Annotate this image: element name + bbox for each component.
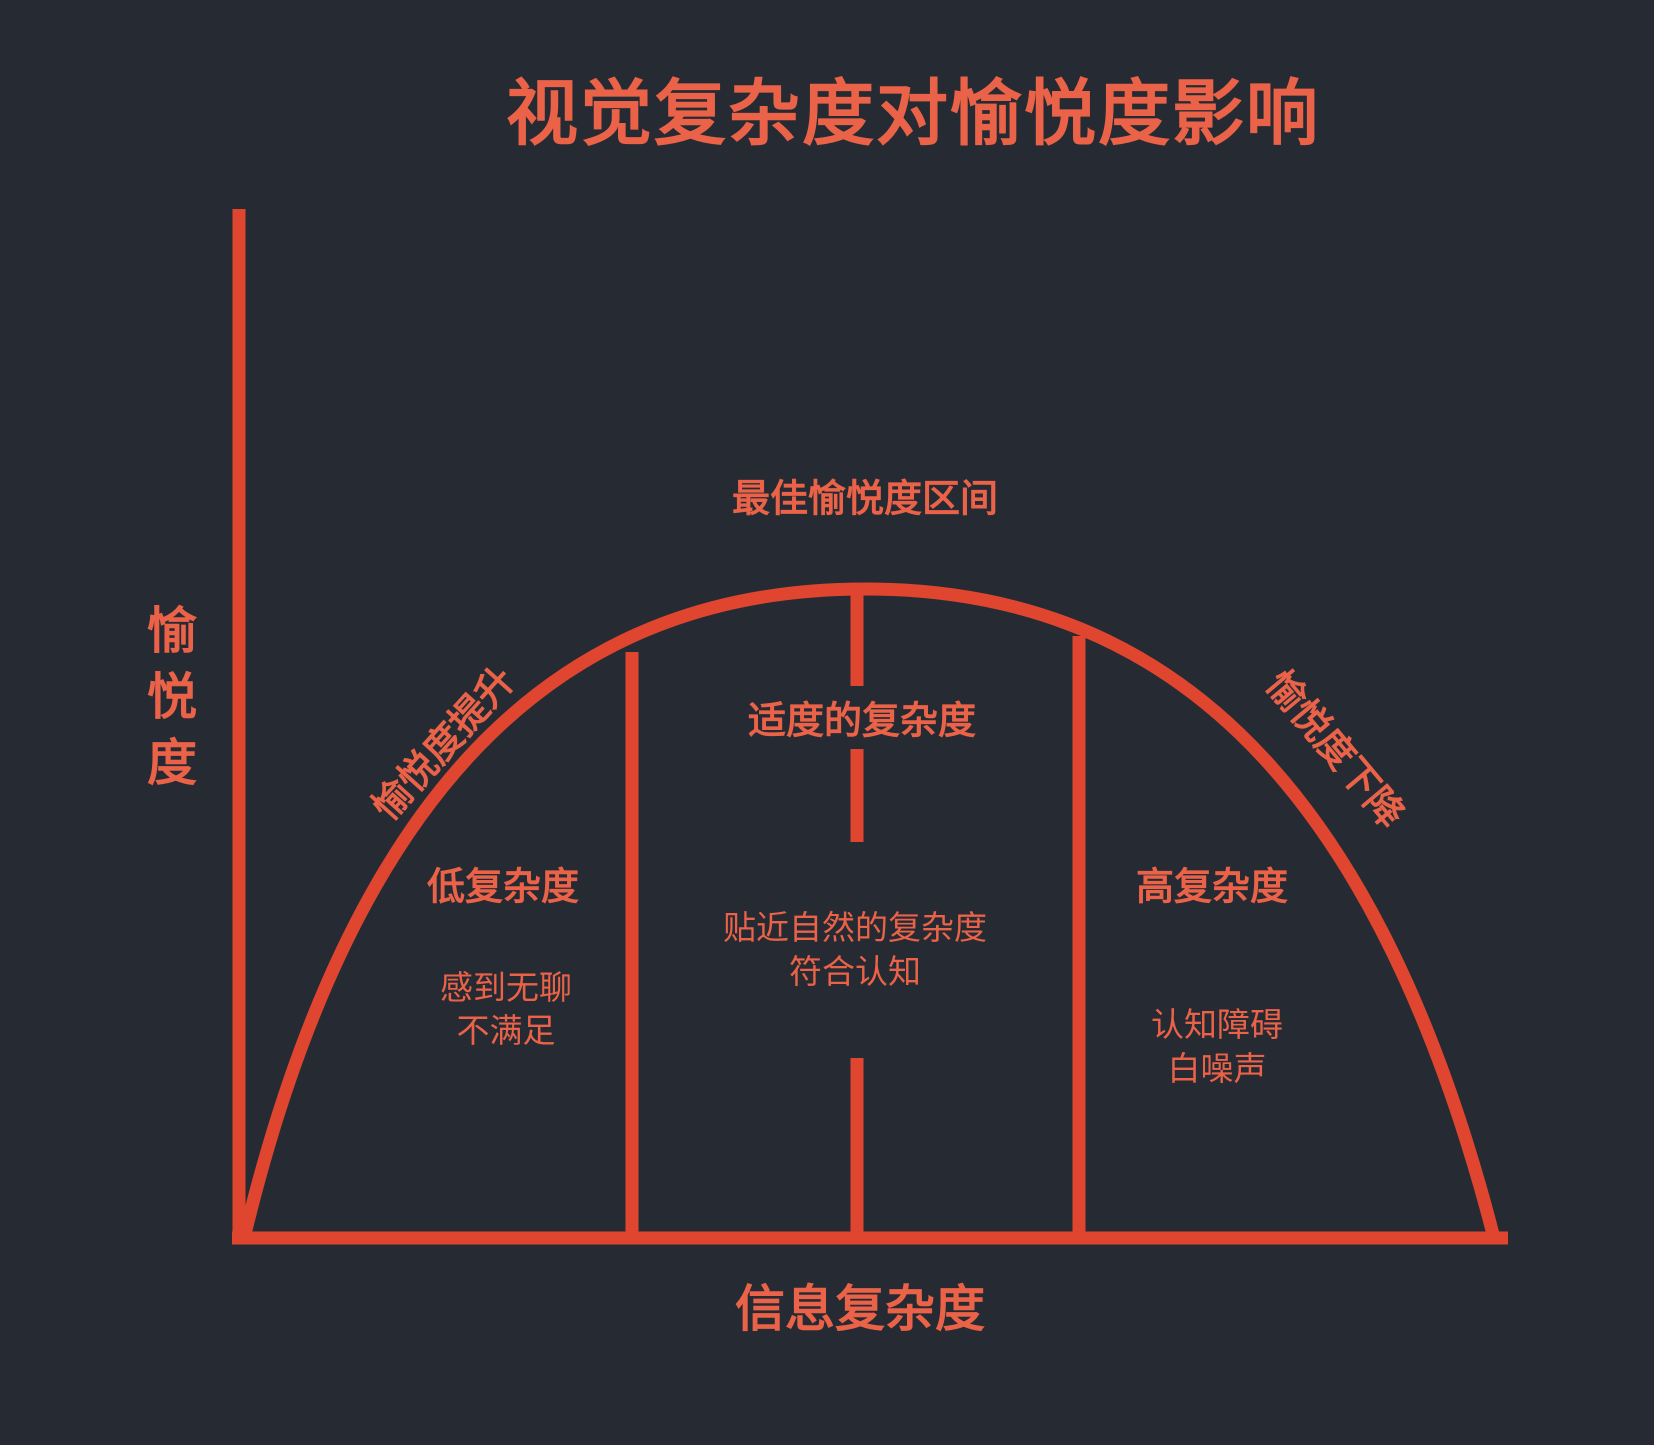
low-zone-line2: 不满足 [456, 1011, 556, 1050]
low-zone-heading: 低复杂度 [426, 864, 580, 909]
peak-label: 最佳愉悦度区间 [731, 476, 999, 521]
high-zone-line1: 认知障碍 [1151, 1005, 1283, 1044]
high-zone-line2: 白噪声 [1167, 1049, 1267, 1088]
y-axis-label: 愉悦度 [147, 602, 197, 792]
mid-zone-heading: 适度的复杂度 [747, 698, 977, 743]
high-zone-heading: 高复杂度 [1135, 864, 1289, 909]
pleasure-curve [238, 582, 1500, 1236]
low-zone-line1: 感到无聊 [440, 968, 572, 1007]
x-axis-label: 信息复杂度 [735, 1280, 985, 1338]
chart-title: 视觉复杂度对愉悦度影响 [505, 71, 1321, 156]
mid-zone-line2: 符合认知 [789, 952, 921, 991]
mid-zone-line1: 贴近自然的复杂度 [723, 908, 987, 947]
